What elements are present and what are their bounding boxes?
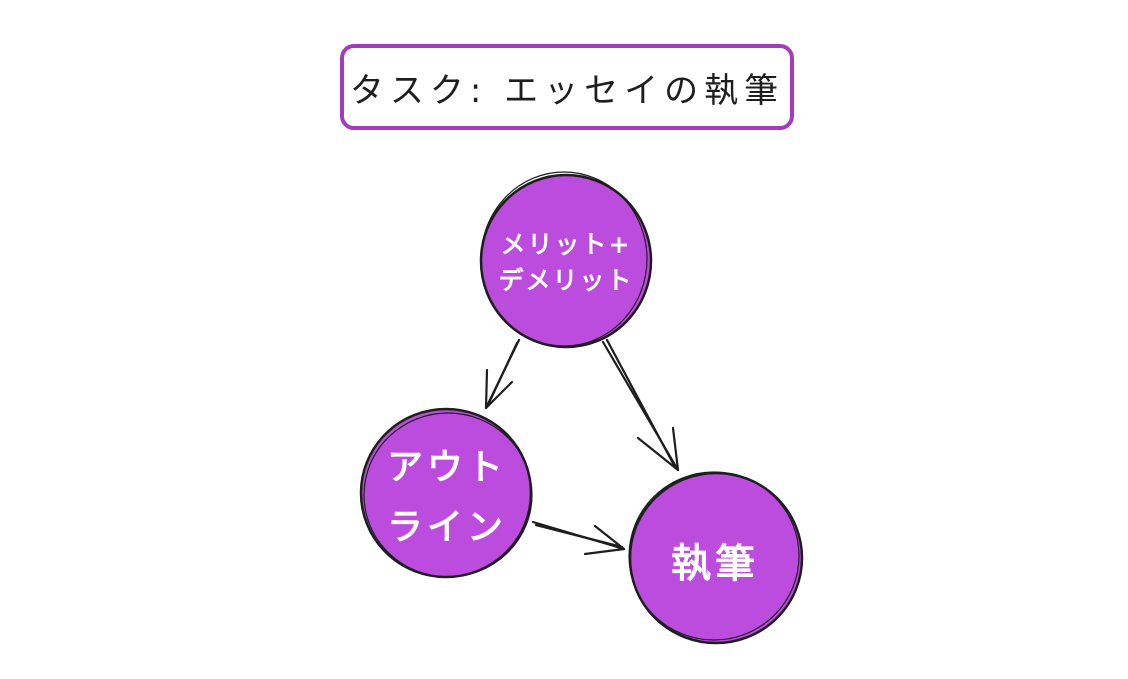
arrow-merits-to-outline — [484, 338, 521, 410]
node-writing-circle — [628, 471, 804, 645]
arrow-outline-to-writing — [531, 520, 626, 556]
node-outline-circle — [359, 407, 533, 579]
node-merits-circle — [479, 171, 653, 349]
title-box: タスク: エッセイの執筆 — [340, 44, 794, 130]
arrow-merits-to-writing — [601, 338, 680, 472]
task-title: タスク: エッセイの執筆 — [349, 70, 785, 111]
